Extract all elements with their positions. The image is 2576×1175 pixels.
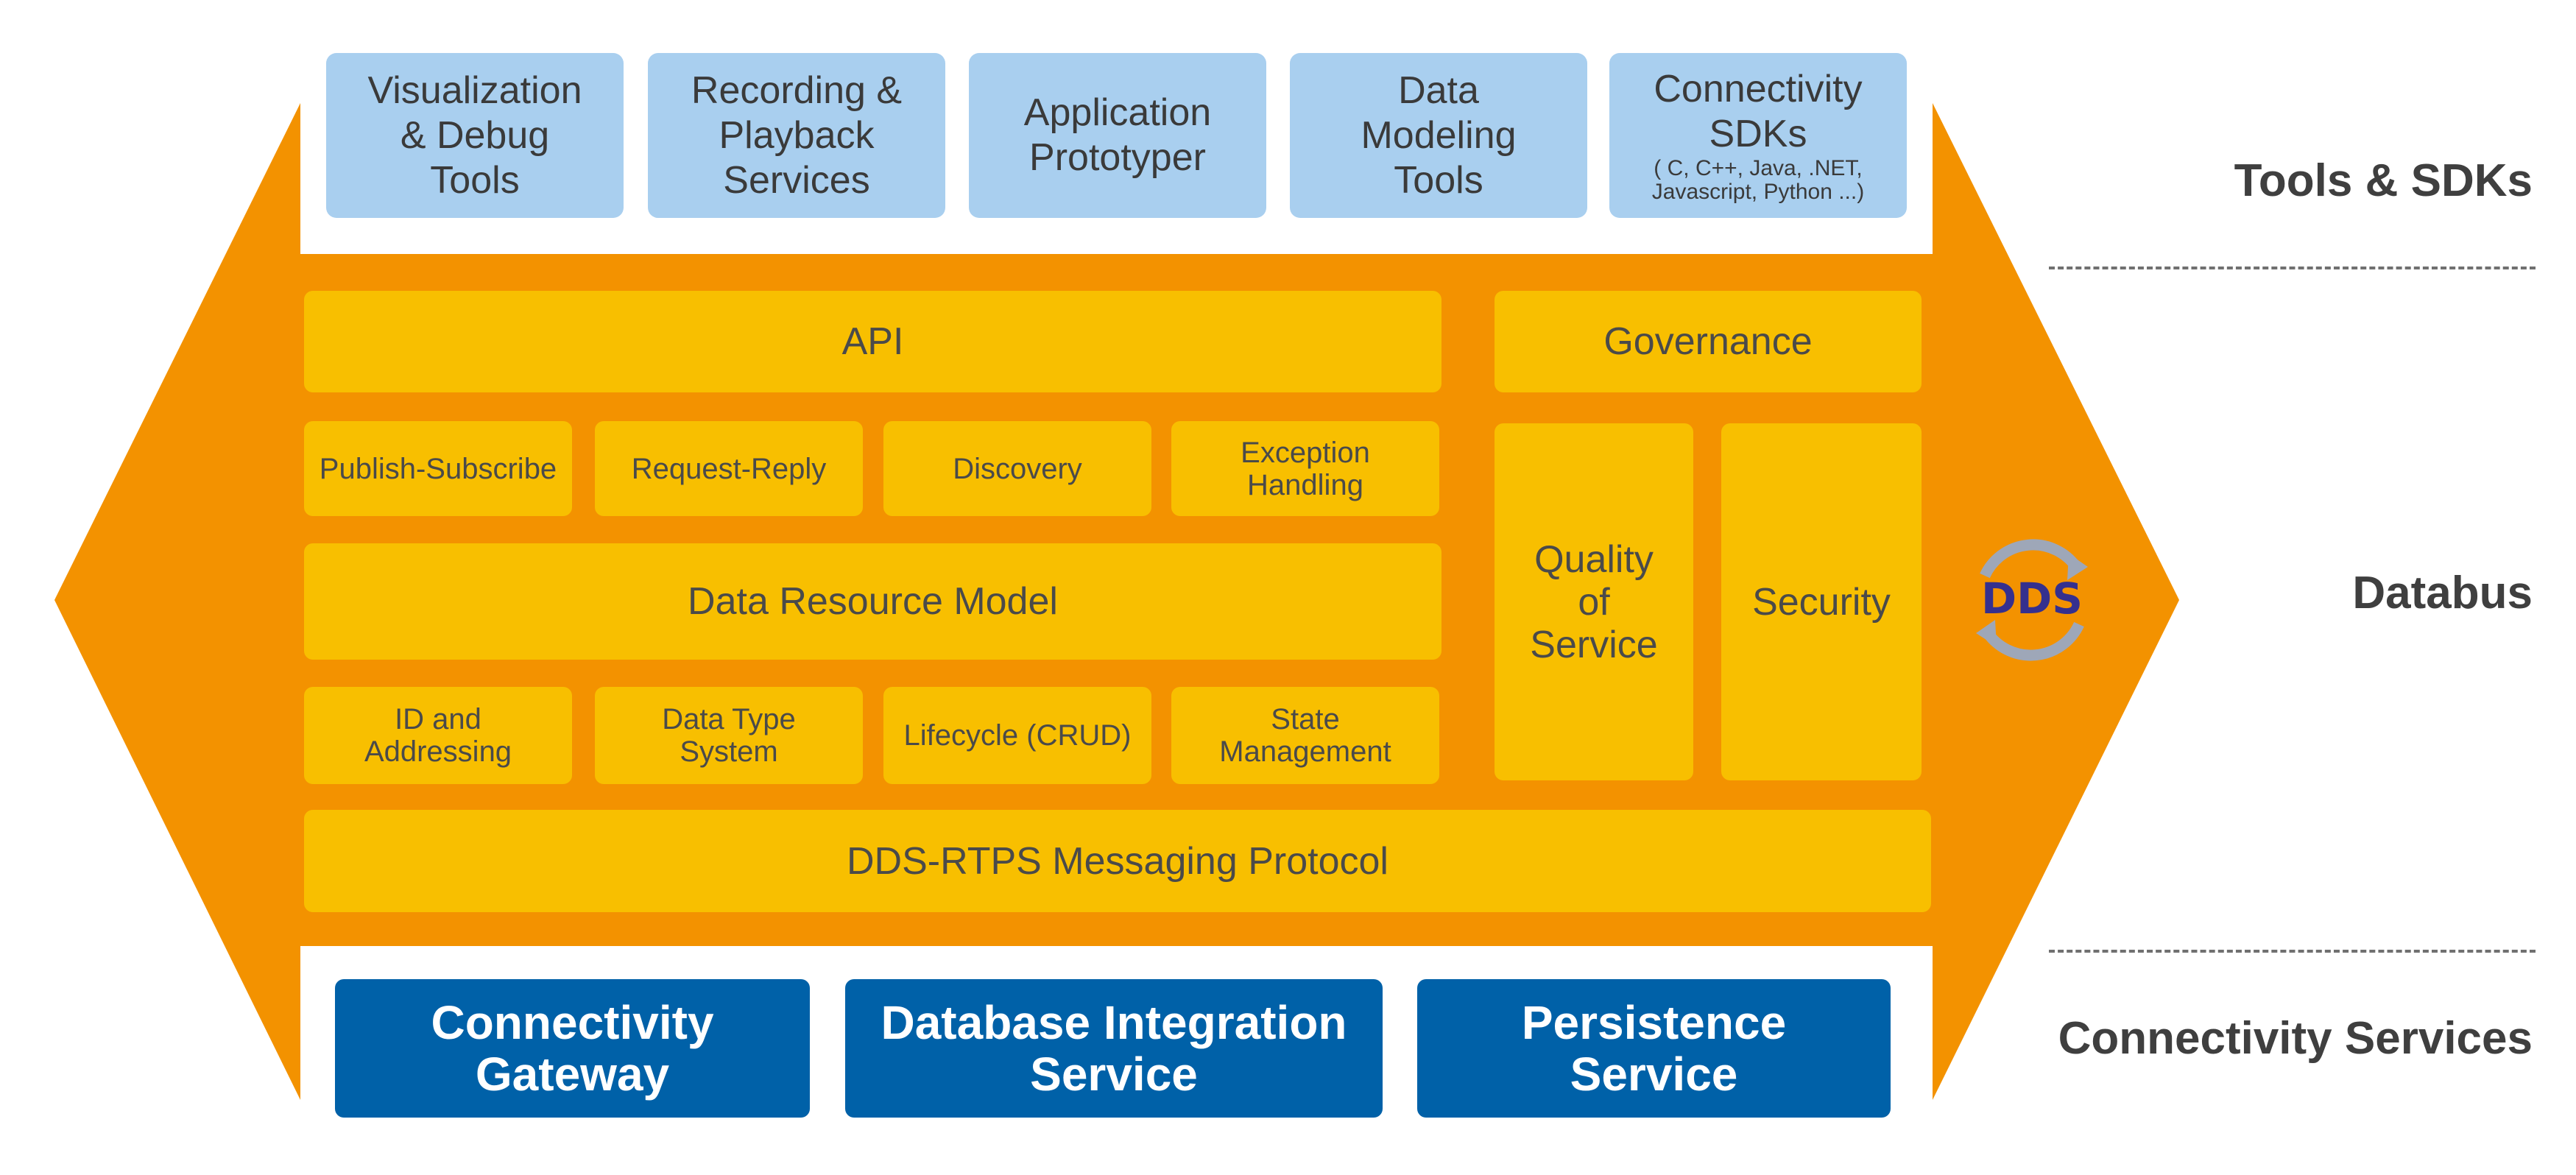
tool-line: Tools <box>430 158 520 202</box>
persistence-service-box: Persistence Service <box>1417 979 1891 1118</box>
service-line: Service <box>1030 1048 1198 1101</box>
arrow-right-head <box>1933 103 2179 1100</box>
tool-line: & Debug <box>400 113 550 157</box>
id-addressing-line: ID and <box>395 703 481 735</box>
exception-handling-box: Exception Handling <box>1171 421 1439 516</box>
tool-application-prototyper: Application Prototyper <box>969 53 1266 218</box>
database-integration-service-box: Database Integration Service <box>845 979 1383 1118</box>
tool-line: SDKs <box>1709 113 1807 155</box>
data-resource-model-label: Data Resource Model <box>688 580 1058 623</box>
sdk-languages-line: ( C, C++, Java, .NET, <box>1654 156 1863 180</box>
request-reply-box: Request-Reply <box>595 421 863 516</box>
tool-line: Services <box>723 158 870 202</box>
connectivity-gateway-box: Connectivity Gateway <box>335 979 810 1118</box>
publish-subscribe-box: Publish-Subscribe <box>304 421 572 516</box>
tool-line: Tools <box>1394 158 1483 202</box>
governance-label: Governance <box>1603 320 1813 363</box>
tool-line: Connectivity <box>1654 68 1863 110</box>
service-line: Persistence <box>1521 996 1787 1049</box>
rtps-label: DDS-RTPS Messaging Protocol <box>847 839 1388 883</box>
tool-line: Playback <box>719 113 875 157</box>
tool-connectivity-sdks: Connectivity SDKs ( C, C++, Java, .NET, … <box>1609 53 1907 218</box>
layer-divider <box>2049 950 2536 953</box>
exception-handling-line: Exception <box>1241 436 1370 469</box>
governance-box: Governance <box>1495 291 1922 392</box>
state-management-line: Management <box>1219 735 1391 768</box>
tool-recording-playback: Recording & Playback Services <box>648 53 945 218</box>
layer-label-tools: Tools & SDKs <box>2234 155 2533 206</box>
tool-line: Prototyper <box>1029 136 1206 179</box>
tool-line: Modeling <box>1361 113 1517 157</box>
service-line: Gateway <box>475 1048 670 1101</box>
layer-divider <box>2049 267 2536 269</box>
tool-visualization-debug: Visualization & Debug Tools <box>326 53 624 218</box>
layer-label-databus: Databus <box>2352 568 2533 618</box>
qos-line: Service <box>1530 623 1658 666</box>
quality-of-service-box: Quality of Service <box>1495 423 1693 780</box>
sdk-languages-line: Javascript, Python ...) <box>1651 180 1865 204</box>
tool-data-modeling: Data Modeling Tools <box>1290 53 1587 218</box>
service-line: Service <box>1570 1048 1738 1101</box>
state-management-line: State <box>1271 703 1340 735</box>
id-addressing-box: ID and Addressing <box>304 687 572 784</box>
tool-line: Data <box>1398 68 1479 112</box>
publish-subscribe-label: Publish-Subscribe <box>319 452 557 485</box>
data-type-system-line: System <box>680 735 778 768</box>
dds-logo-text: DDS <box>1981 574 2083 624</box>
qos-line: of <box>1578 580 1610 624</box>
tool-line: Application <box>1023 91 1212 134</box>
security-box: Security <box>1721 423 1922 780</box>
rtps-box: DDS-RTPS Messaging Protocol <box>304 810 1931 912</box>
request-reply-label: Request-Reply <box>631 452 827 485</box>
discovery-label: Discovery <box>953 452 1082 485</box>
api-box: API <box>304 291 1441 392</box>
discovery-box: Discovery <box>883 421 1151 516</box>
api-label: API <box>841 320 904 363</box>
lifecycle-label: Lifecycle (CRUD) <box>903 719 1132 752</box>
lifecycle-box: Lifecycle (CRUD) <box>883 687 1151 784</box>
tool-line: Recording & <box>691 68 903 112</box>
state-management-box: State Management <box>1171 687 1439 784</box>
id-addressing-line: Addressing <box>364 735 512 768</box>
qos-line: Quality <box>1534 537 1654 581</box>
data-type-system-line: Data Type <box>662 703 796 735</box>
data-type-system-box: Data Type System <box>595 687 863 784</box>
layer-label-connectivity: Connectivity Services <box>2058 1013 2533 1064</box>
arrow-left-head <box>54 103 300 1100</box>
exception-handling-line: Handling <box>1247 468 1363 501</box>
dds-logo-icon: DDS <box>1976 539 2088 661</box>
service-line: Database Integration <box>881 996 1347 1049</box>
security-label: Security <box>1752 580 1891 624</box>
service-line: Connectivity <box>431 996 714 1049</box>
data-resource-model-box: Data Resource Model <box>304 543 1441 660</box>
tool-line: Visualization <box>367 68 582 112</box>
